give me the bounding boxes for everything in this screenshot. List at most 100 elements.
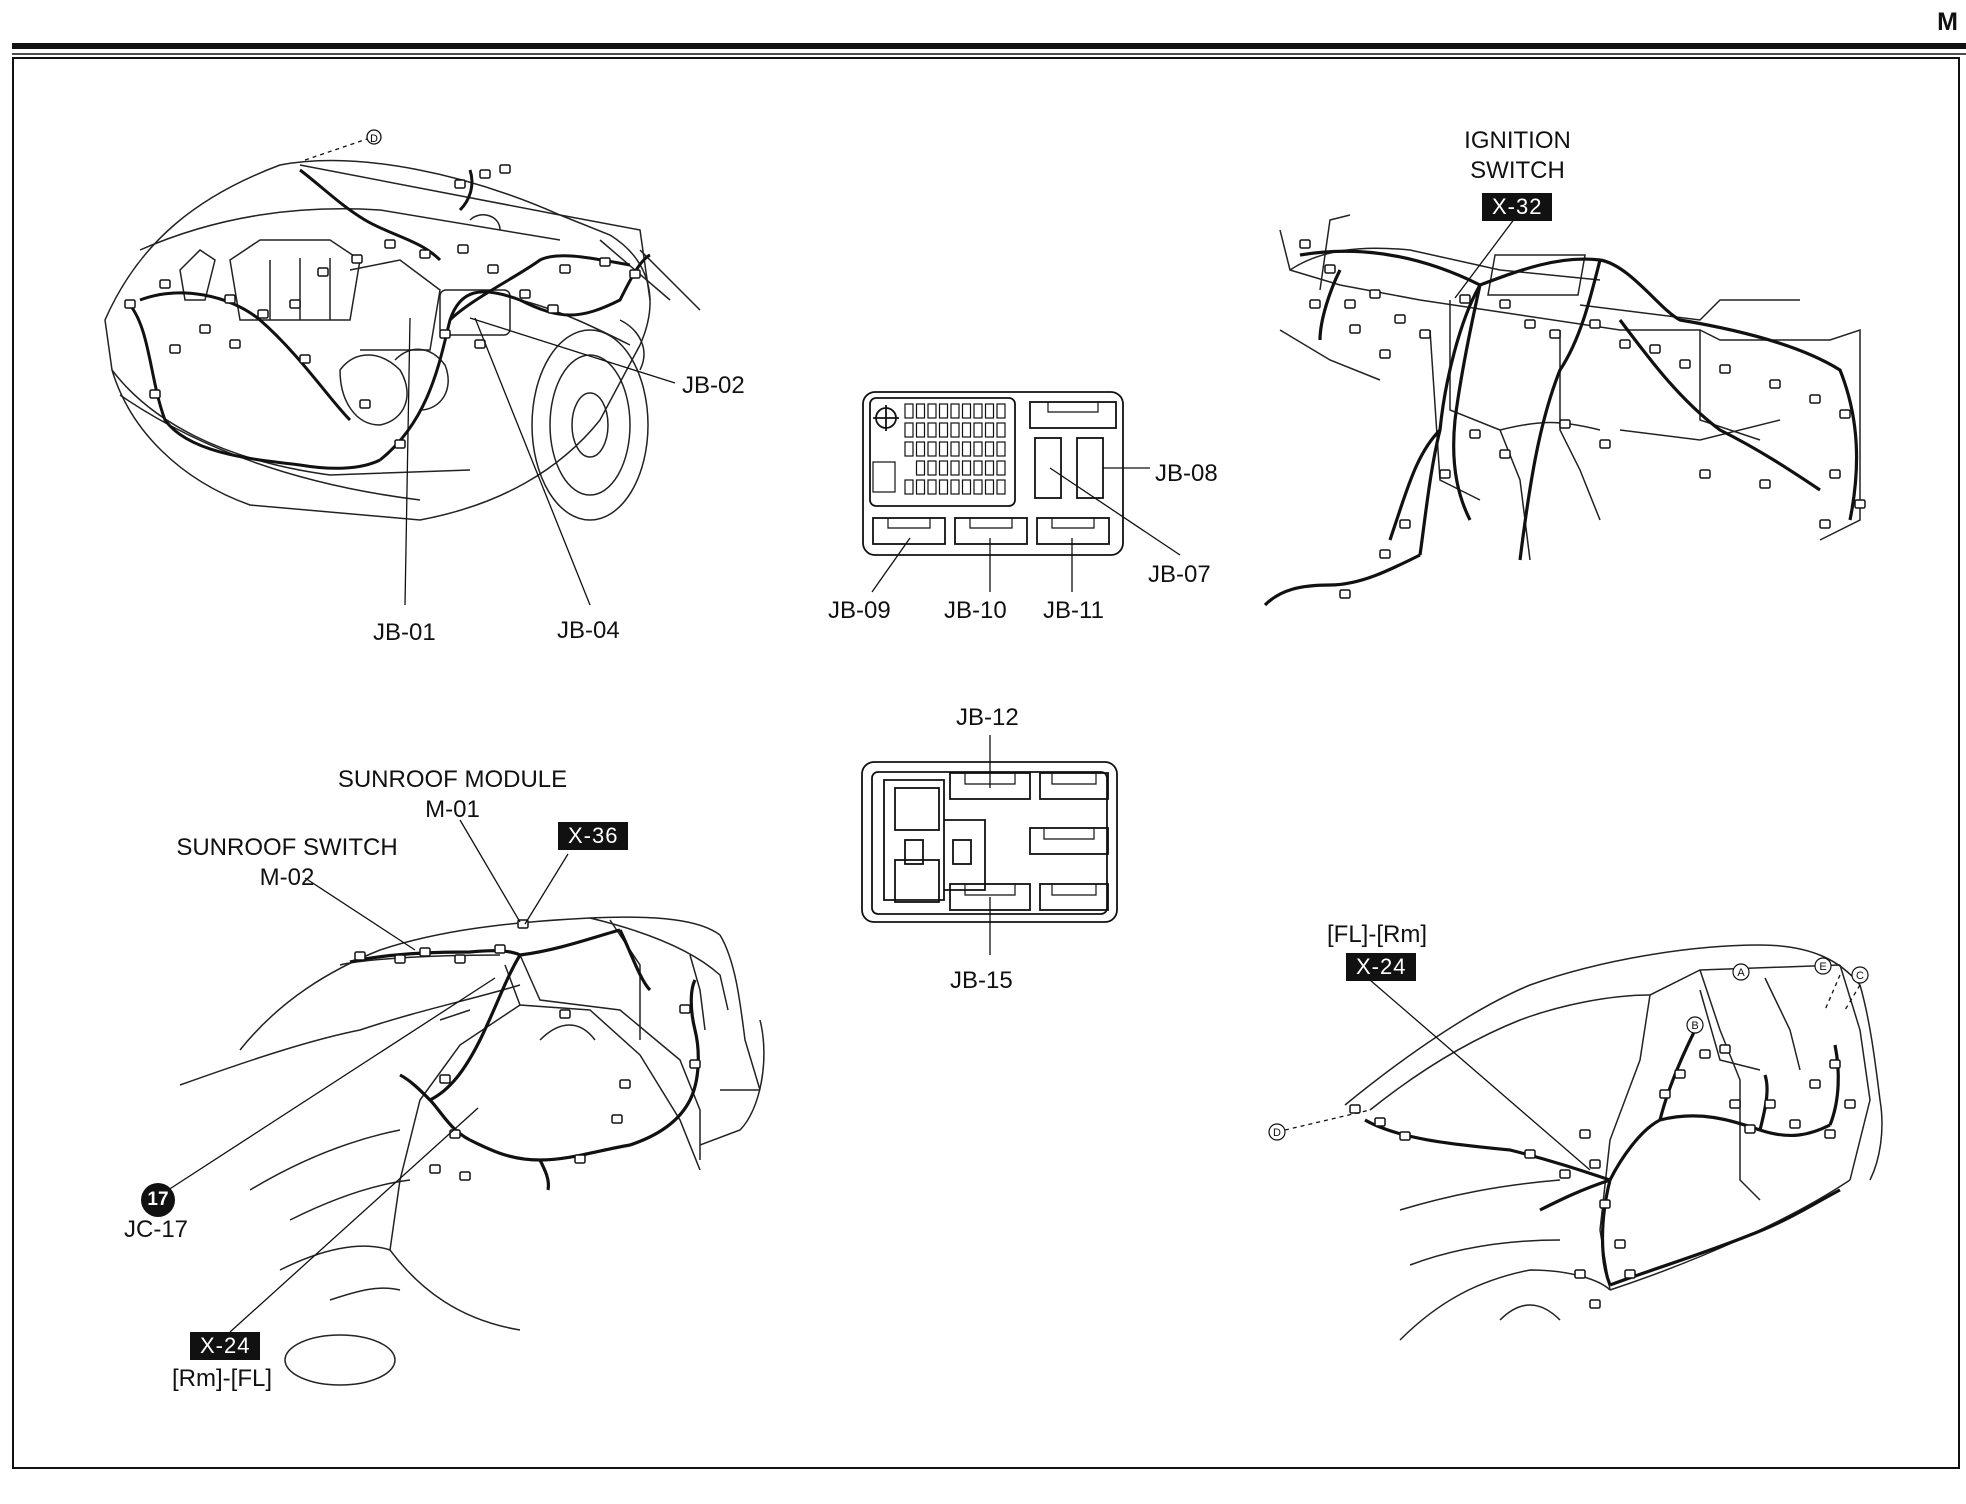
- ref-marker-a: [1732, 963, 1750, 981]
- label-jb-02: JB-02: [682, 372, 745, 399]
- fuse-slot: [904, 403, 914, 419]
- connector: [1719, 1044, 1731, 1054]
- roof-car-illustration: [179, 916, 765, 1386]
- floor-car-ref-markers: [1268, 957, 1869, 1141]
- connector: [1549, 329, 1561, 339]
- ref-marker-c: [1851, 966, 1869, 984]
- fuse-slot: [927, 441, 937, 457]
- fuse-slot: [904, 441, 914, 457]
- connector: [317, 267, 329, 277]
- sunroof-module-line2: M-01: [425, 796, 480, 823]
- connector: [1349, 324, 1361, 334]
- connector: [599, 257, 611, 267]
- fuse-slot: [915, 479, 926, 495]
- label-jb-01: JB-01: [373, 619, 436, 646]
- connector: [354, 951, 366, 961]
- connector: [1764, 1099, 1776, 1109]
- connector: [1619, 339, 1631, 349]
- connector: [1809, 394, 1821, 404]
- connector: [394, 954, 406, 964]
- connector: [1399, 519, 1411, 529]
- ref-letter-b: B: [1691, 1020, 1698, 1032]
- fuse-slot: [915, 441, 926, 457]
- connector: [559, 264, 571, 274]
- ref-letter-a: A: [1737, 967, 1745, 979]
- connector: [439, 329, 451, 339]
- diagram-frame: [12, 57, 1960, 1469]
- badge-x-36: X-36: [558, 822, 629, 850]
- fuse-slot: [996, 479, 1006, 495]
- label-jb-08: JB-08: [1155, 460, 1218, 487]
- connector: [1559, 1169, 1571, 1179]
- fuse-slot: [915, 422, 926, 438]
- connector: [224, 294, 236, 304]
- ignition-switch-title: IGNITION SWITCH: [1455, 126, 1580, 186]
- ref-letter-c: C: [1856, 970, 1864, 982]
- roof-car-leaders: [164, 819, 569, 1333]
- fuse-slot: [938, 479, 949, 495]
- connector: [1599, 1199, 1611, 1209]
- badge-x-24-roof: X-24: [190, 1332, 261, 1360]
- connector: [519, 289, 531, 299]
- connector: [229, 339, 241, 349]
- connector: [1744, 1124, 1756, 1134]
- connector: [494, 944, 506, 954]
- connector: [1829, 469, 1841, 479]
- connector: [1459, 294, 1471, 304]
- fuse-slot: [973, 441, 983, 457]
- connector: [1374, 1117, 1386, 1127]
- label-jb-15: JB-15: [950, 967, 1013, 994]
- connector: [1379, 549, 1391, 559]
- connector: [429, 1164, 441, 1174]
- fuse-slot: [996, 460, 1006, 476]
- fuse-slot: [984, 479, 995, 495]
- connector: [149, 389, 161, 399]
- connector: [1349, 1104, 1361, 1114]
- junction-block-upper: [862, 391, 1124, 556]
- dashboard-illustration: [1279, 214, 1861, 561]
- fuse-slot: [938, 422, 949, 438]
- label-jb-04: JB-04: [557, 617, 620, 644]
- connector: [199, 324, 211, 334]
- connector: [1589, 319, 1601, 329]
- connector: [419, 947, 431, 957]
- fuse-slot: [961, 460, 972, 476]
- fuse-slot: [996, 422, 1006, 438]
- connector: [394, 439, 406, 449]
- floor-car-connectors: [1349, 1044, 1856, 1309]
- connector: [1699, 1049, 1711, 1059]
- connector: [1719, 364, 1731, 374]
- connector: [1844, 1099, 1856, 1109]
- connector: [1344, 299, 1356, 309]
- label-jb-12: JB-12: [956, 704, 1019, 731]
- fuse-slot: [915, 403, 926, 419]
- label-jb-09: JB-09: [828, 597, 891, 624]
- fuse-slot: [996, 403, 1006, 419]
- ignition-switch-leader: [1454, 217, 1516, 299]
- connector: [1819, 519, 1831, 529]
- connector: [1439, 469, 1451, 479]
- connector: [629, 269, 641, 279]
- sunroof-switch-line1: SUNROOF SWITCH: [176, 834, 398, 861]
- fuse-slot: [961, 422, 972, 438]
- roof-car-connectors: [354, 919, 701, 1181]
- fuse-slot: [904, 422, 914, 438]
- floor-car-illustration: [1344, 944, 1883, 1341]
- connector: [359, 399, 371, 409]
- connector: [1789, 1119, 1801, 1129]
- fuse-slot: [950, 422, 960, 438]
- connector: [1824, 1129, 1836, 1139]
- fuse-puller: [872, 461, 896, 493]
- connector: [1399, 1131, 1411, 1141]
- connector: [1674, 1069, 1686, 1079]
- connector: [1614, 1239, 1626, 1249]
- fuse-slot: [904, 479, 914, 495]
- connector: [611, 1114, 623, 1124]
- engine-bay-illustration: [104, 159, 701, 521]
- fuse-slot: [950, 479, 960, 495]
- fuse-slot: [961, 479, 972, 495]
- connector: [1624, 1269, 1636, 1279]
- connector: [299, 354, 311, 364]
- fuse-slot: [927, 422, 937, 438]
